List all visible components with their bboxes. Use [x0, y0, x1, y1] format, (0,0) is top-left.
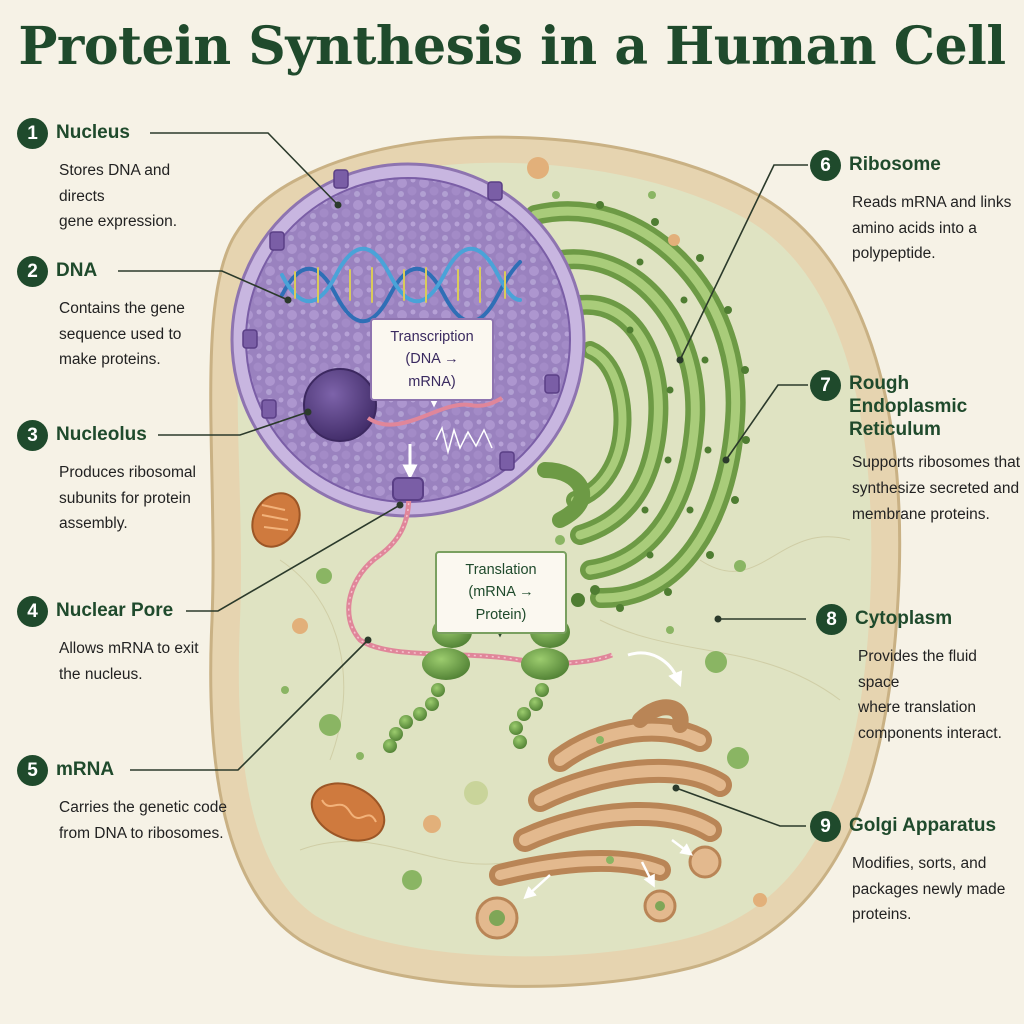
label-desc-line: proteins.	[852, 906, 912, 924]
transcription-label-line2: (DNA → mRNA)	[405, 351, 459, 390]
label-title-line: Reticulum	[849, 418, 941, 440]
label-title: Golgi Apparatus	[849, 815, 997, 837]
mitochondrion-2	[310, 782, 386, 842]
label-desc-line: assembly.	[59, 515, 128, 533]
label-desc-line: Allows mRNA to exit	[59, 640, 199, 657]
label-rough-er: 7 Rough Endoplasmic Reticulum Supports r…	[810, 370, 1020, 527]
nucleolus	[303, 368, 377, 442]
label-ribosome: 6 Ribosome Reads mRNA and links amino ac…	[810, 150, 1015, 267]
label-golgi-apparatus: 9 Golgi Apparatus Modifies, sorts, and p…	[810, 811, 1020, 928]
label-number-badge: 8	[816, 604, 847, 635]
label-description: Stores DNA and directs gene expression.	[17, 158, 217, 235]
label-number-badge: 6	[810, 150, 841, 181]
label-description: Reads mRNA and links amino acids into a …	[810, 190, 1015, 267]
label-description: Carries the genetic code from DNA to rib…	[17, 795, 247, 846]
golgi-arrows	[523, 839, 693, 900]
label-desc-line: membrane proteins.	[852, 505, 990, 523]
label-title: DNA	[56, 260, 98, 282]
label-number-badge: 1	[17, 118, 48, 149]
dna-helix	[280, 246, 522, 324]
label-desc-line: synthesize secreted and	[852, 479, 1020, 497]
label-mrna: 5 mRNA Carries the genetic code from DNA…	[17, 755, 247, 846]
polypeptide-chain-2	[509, 683, 549, 749]
transcription-label-line1: Transcription	[390, 329, 474, 345]
label-nuclear-pore: 4 Nuclear Pore Allows mRNA to exit the n…	[17, 596, 217, 687]
label-desc-line: subunits for protein	[59, 489, 191, 507]
label-desc-line: components interact.	[858, 724, 1002, 742]
label-desc-line: Carries the genetic code	[59, 799, 228, 816]
label-desc-line: packages newly made	[852, 880, 1006, 898]
vesicle-arrow	[627, 651, 683, 687]
label-desc-line: polypeptide.	[852, 245, 936, 263]
label-description: Provides the fluid space where translati…	[816, 644, 1021, 746]
label-desc-line: from DNA to ribosomes.	[59, 824, 224, 842]
label-dna: 2 DNA Contains the gene sequence used to…	[17, 256, 217, 373]
rough-er	[525, 201, 750, 612]
leader-dots	[284, 201, 730, 792]
label-title: Nucleus	[56, 122, 130, 144]
label-number-badge: 7	[810, 370, 841, 401]
transcription-label: Transcription (DNA → mRNA)	[370, 318, 494, 402]
label-description: Allows mRNA to exit the nucleus.	[17, 636, 217, 687]
label-desc-line: Stores DNA and directs	[59, 162, 171, 205]
label-title: mRNA	[56, 759, 115, 781]
label-number-badge: 4	[17, 596, 48, 627]
label-number-badge: 9	[810, 811, 841, 842]
label-description: Supports ribosomes that synthesize secre…	[810, 450, 1020, 527]
label-desc-line: Reads mRNA and links	[852, 194, 1012, 211]
label-desc-line: amino acids into a	[852, 219, 977, 237]
label-desc-line: gene expression.	[59, 213, 178, 231]
translation-label: Translation (mRNA → Protein)	[435, 551, 567, 635]
label-cytoplasm: 8 Cytoplasm Provides the fluid space whe…	[816, 604, 1021, 746]
golgi-apparatus	[489, 699, 732, 886]
label-desc-line: Modifies, sorts, and	[852, 855, 987, 872]
mrna-nascent	[366, 396, 503, 427]
mitochondrion-1	[251, 492, 301, 548]
label-desc-line: Supports ribosomes that	[852, 454, 1021, 472]
label-number-badge: 5	[17, 755, 48, 786]
nuclear-pore-exit	[392, 477, 424, 501]
translation-label-line2: (mRNA → Protein)	[468, 584, 534, 623]
label-title-line: Rough Endoplasmic	[849, 373, 968, 417]
label-title: Nucleolus	[56, 424, 147, 446]
label-title: Rough Endoplasmic Reticulum	[849, 370, 1020, 441]
label-desc-line: Provides the fluid space	[858, 648, 977, 691]
translation-label-line1: Translation	[465, 562, 537, 578]
label-title: Cytoplasm	[855, 608, 953, 630]
label-desc-line: the nucleus.	[59, 665, 143, 683]
label-title: Ribosome	[849, 154, 941, 176]
label-desc-line: sequence used to	[59, 325, 182, 343]
nuclear-pores	[242, 169, 560, 471]
transcript-scribble	[435, 425, 493, 455]
cytoplasm-particles	[281, 157, 767, 907]
label-description: Produces ribosomal subunits for protein …	[17, 460, 217, 537]
label-number-badge: 3	[17, 420, 48, 451]
label-nucleus: 1 Nucleus Stores DNA and directs gene ex…	[17, 118, 217, 235]
label-nucleolus: 3 Nucleolus Produces ribosomal subunits …	[17, 420, 217, 537]
page-title: Protein Synthesis in a Human Cell	[18, 16, 1006, 77]
label-desc-line: make proteins.	[59, 351, 161, 369]
label-description: Contains the gene sequence used to make …	[17, 296, 217, 373]
golgi-vesicles	[475, 845, 722, 940]
label-description: Modifies, sorts, and packages newly made…	[810, 851, 1020, 928]
polypeptide-chain-1	[383, 683, 445, 753]
label-desc-line: where translation	[858, 699, 977, 717]
label-number-badge: 2	[17, 256, 48, 287]
label-title: Nuclear Pore	[56, 600, 174, 622]
label-desc-line: Contains the gene	[59, 300, 185, 317]
leader-lines	[118, 132, 808, 827]
label-desc-line: Produces ribosomal	[59, 464, 196, 481]
